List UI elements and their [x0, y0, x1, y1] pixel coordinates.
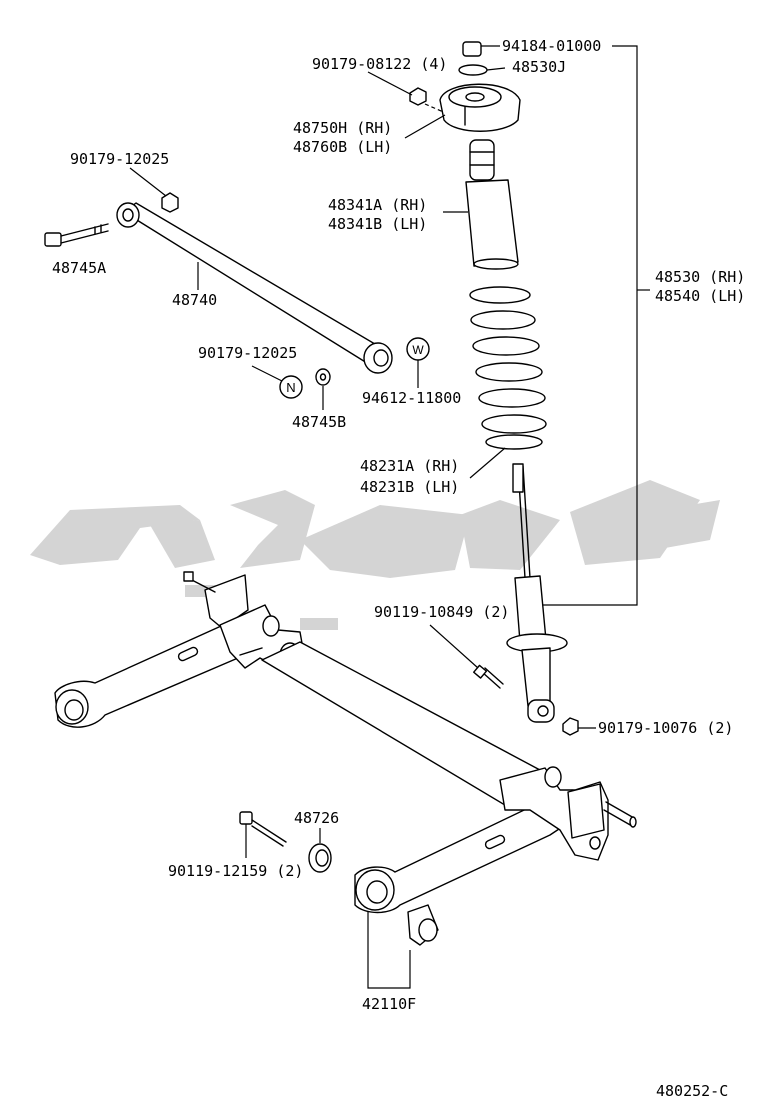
bushing-42110f — [367, 904, 439, 989]
label-48231b: 48231B (LH) — [360, 478, 459, 496]
beam-bolt — [239, 811, 287, 858]
label-48540-lh: 48540 (LH) — [655, 287, 745, 305]
label-48750h: 48750H (RH) — [293, 119, 392, 137]
coil-spring — [469, 286, 547, 479]
label-90179-12025-top: 90179-12025 — [70, 150, 169, 168]
label-90179-12025-mid: 90179-12025 — [198, 344, 297, 362]
nut-marker-text: N — [286, 380, 295, 395]
washer-48745b — [315, 368, 331, 410]
label-48530j: 48530J — [512, 58, 566, 76]
washer-marker-group: W — [406, 337, 430, 388]
rod-nut-upper — [129, 167, 179, 213]
axle-beam — [54, 571, 637, 914]
lateral-rod — [116, 202, 393, 374]
mount-nut — [367, 71, 449, 115]
label-90119-12159: 90119-12159 (2) — [168, 862, 303, 880]
top-nut — [462, 41, 500, 57]
nut-marker-group: N — [251, 365, 303, 399]
label-48341a: 48341A (RH) — [328, 196, 427, 214]
label-48745a: 48745A — [52, 259, 106, 277]
label-48745b: 48745B — [292, 413, 346, 431]
washer-marker-text: W — [412, 343, 424, 357]
label-48740: 48740 — [172, 291, 217, 309]
label-48530-rh: 48530 (RH) — [655, 268, 745, 286]
label-94612-11800: 94612-11800 — [362, 389, 461, 407]
label-42110f: 42110F — [362, 995, 416, 1013]
upper-support — [404, 83, 521, 139]
label-48341b: 48341B (LH) — [328, 215, 427, 233]
label-90179-10076: 90179-10076 (2) — [598, 719, 733, 737]
upper-washer — [458, 64, 506, 76]
label-90119-10849: 90119-10849 (2) — [374, 603, 509, 621]
label-48231a: 48231A (RH) — [360, 457, 459, 475]
shock-bolt — [429, 624, 504, 689]
assembly-bracket — [542, 45, 650, 606]
label-48726: 48726 — [294, 809, 339, 827]
rod-bolt — [44, 223, 109, 247]
label-90179-08122: 90179-08122 (4) — [312, 55, 447, 73]
dust-boot — [443, 139, 519, 270]
bushing-48726 — [308, 828, 332, 873]
label-94184-01000: 94184-01000 — [502, 37, 601, 55]
shock-absorber — [506, 463, 568, 723]
lower-nut — [562, 717, 596, 736]
diagram-id: 480252-C — [656, 1082, 728, 1100]
label-48760b: 48760B (LH) — [293, 138, 392, 156]
